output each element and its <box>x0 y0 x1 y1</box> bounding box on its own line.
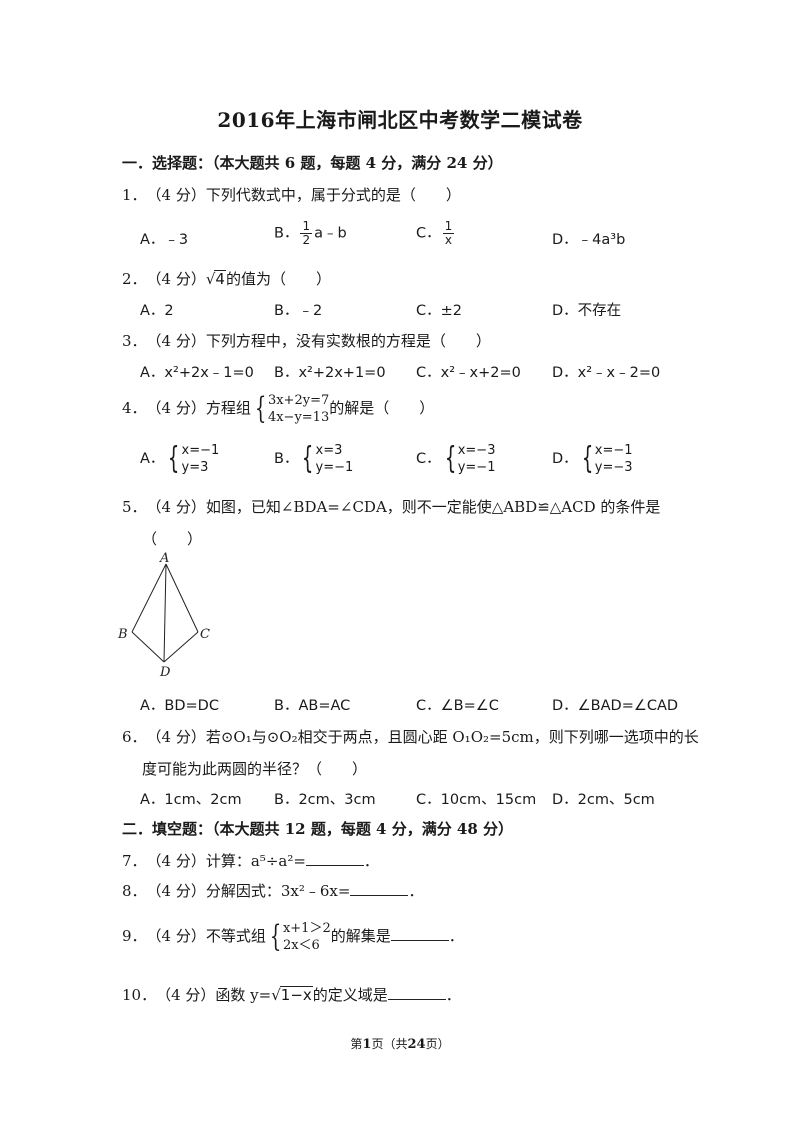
page-footer: 第1页（共24页） <box>350 1037 450 1052</box>
q6-option-d: D．2cm、5cm <box>552 792 655 808</box>
answer-blank[interactable] <box>305 851 364 866</box>
q1-option-d: D．﹣4a³b <box>552 232 626 248</box>
segment-ab <box>131 563 167 633</box>
q3-option-b: B．x²+2x+1=0 <box>274 365 386 381</box>
q2-option-b: B．﹣2 <box>274 303 323 319</box>
q5-option-d: D．∠BAD=∠CAD <box>552 698 679 714</box>
radical-sign-icon: √ <box>205 270 216 288</box>
q6-option-c: C．10cm、15cm <box>416 792 537 808</box>
q5-option-c: C．∠B=∠C <box>416 698 499 714</box>
question-7: 7．（4 分）计算：a⁵÷a²=． <box>122 851 379 870</box>
q5-option-a: A．BD=DC <box>140 698 219 714</box>
label-a: A <box>159 552 169 566</box>
question-3: 3．（4 分）下列方程中，没有实数根的方程是（ ） <box>122 332 491 350</box>
question-1: 1．（4 分）下列代数式中，属于分式的是（ ） <box>122 186 461 204</box>
q2-option-c: C．±2 <box>416 303 462 319</box>
q2-option-a: A．2 <box>140 303 174 319</box>
question-6-line-2: 度可能为此两圆的半径？（ ） <box>142 760 368 778</box>
question-5-paren: （ ） <box>142 530 203 548</box>
q6-option-b: B．2cm、3cm <box>274 792 376 808</box>
q3-option-d: D．x²﹣x﹣2=0 <box>552 365 661 381</box>
kite-figure: A B C D <box>117 552 210 680</box>
section-fill-in-blank: 二．填空题：（本大题共 12 题，每题 4 分，满分 48 分） <box>122 820 514 838</box>
question-2: 2．（4 分）√4的值为（ ） <box>122 270 331 288</box>
label-c: C <box>200 627 210 642</box>
question-8: 8．（4 分）分解因式：3x²﹣6x=． <box>122 881 424 900</box>
q1-option-a: A．﹣3 <box>140 232 189 248</box>
section-multiple-choice: 一．选择题：（本大题共 6 题，每题 4 分，满分 24 分） <box>122 154 503 172</box>
exam-title: 2016年上海市闸北区中考数学二模试卷 <box>217 108 583 132</box>
segment-ad <box>163 563 167 663</box>
question-10: 10．（4 分）函数 y=√1−x的定义域是． <box>122 985 461 1004</box>
question-5: 5．（4 分）如图，已知∠BDA=∠CDA，则不一定能使△ABD≌△ACD 的条… <box>122 498 661 516</box>
segment-bd <box>131 631 165 663</box>
label-b: B <box>117 627 128 642</box>
q3-option-c: C．x²﹣x+2=0 <box>416 365 521 381</box>
answer-blank[interactable] <box>350 881 409 896</box>
segment-ac <box>165 563 199 633</box>
answer-blank[interactable] <box>390 926 449 941</box>
q2-option-d: D．不存在 <box>552 303 622 319</box>
q3-option-a: A．x²+2x﹣1=0 <box>140 365 254 381</box>
q6-option-a: A．1cm、2cm <box>140 792 242 808</box>
question-6: 6．（4 分）若⊙O₁与⊙O₂相交于两点，且圆心距 O₁O₂=5cm，则下列哪一… <box>122 728 699 746</box>
answer-blank[interactable] <box>387 985 446 1000</box>
radical-sign-icon: √ <box>271 986 281 1004</box>
q5-option-b: B．AB=AC <box>274 698 351 714</box>
segment-cd <box>163 631 199 663</box>
label-d: D <box>159 665 171 680</box>
